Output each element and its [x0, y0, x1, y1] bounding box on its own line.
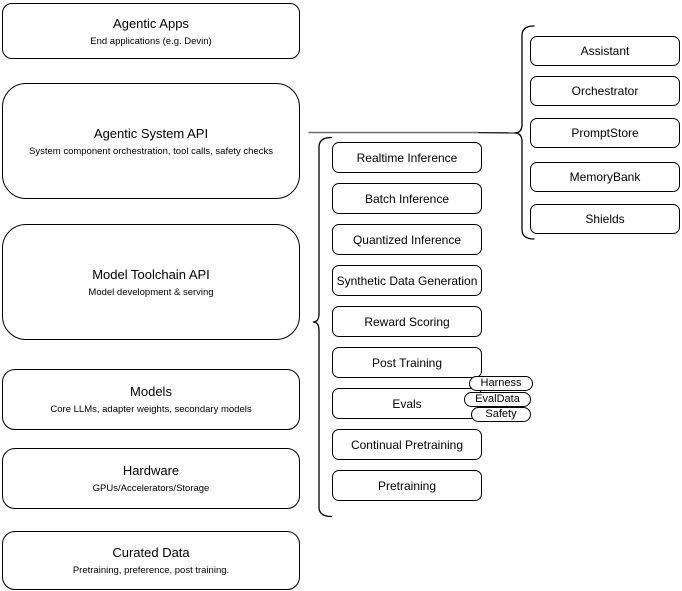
node-title: Models	[130, 384, 172, 399]
node-agentic-system-api: Agentic System API System component orch…	[2, 83, 300, 199]
node-label: Realtime Inference	[356, 150, 458, 165]
node-label: Post Training	[371, 355, 443, 370]
node-pretraining: Pretraining	[332, 470, 482, 501]
node-title: Model Toolchain API	[92, 266, 210, 282]
node-subtitle: Core LLMs, adapter weights, secondary mo…	[50, 404, 252, 415]
node-label: Synthetic Data Generation	[336, 273, 478, 288]
tag-harness: Harness	[469, 376, 533, 391]
tag-evaldata: EvalData	[464, 392, 531, 407]
node-quantized-inference: Quantized Inference	[332, 224, 482, 255]
node-synthetic-data-generation: Synthetic Data Generation	[332, 265, 482, 296]
node-label: Continual Pretraining	[350, 437, 464, 452]
node-orchestrator: Orchestrator	[530, 76, 680, 106]
node-batch-inference: Batch Inference	[332, 183, 482, 214]
node-label: Reward Scoring	[364, 314, 450, 329]
node-agentic-apps: Agentic Apps End applications (e.g. Devi…	[2, 3, 300, 59]
node-subtitle: Model development & serving	[88, 286, 214, 298]
toolchain-brace	[312, 136, 333, 518]
node-shields: Shields	[530, 204, 680, 234]
node-title: Agentic System API	[93, 125, 209, 141]
node-subtitle: Pretraining, preference, post training.	[72, 565, 230, 576]
tag-label: EvalData	[475, 393, 520, 405]
node-models: Models Core LLMs, adapter weights, secon…	[2, 369, 300, 430]
tag-label: Safety	[485, 408, 517, 420]
node-realtime-inference: Realtime Inference	[332, 142, 482, 173]
node-label: Quantized Inference	[352, 232, 462, 247]
node-title: Curated Data	[112, 545, 190, 560]
tag-label: Harness	[480, 377, 522, 389]
node-label: Batch Inference	[364, 191, 450, 206]
node-title: Agentic Apps	[113, 15, 189, 31]
node-subtitle: System component orchestration, tool cal…	[29, 145, 273, 157]
node-label: MemoryBank	[569, 170, 641, 184]
node-memorybank: MemoryBank	[530, 162, 680, 192]
node-label: Pretraining	[377, 478, 437, 493]
tag-safety: Safety	[471, 407, 531, 422]
node-continual-pretraining: Continual Pretraining	[332, 429, 482, 460]
node-assistant: Assistant	[530, 36, 680, 66]
node-label: Orchestrator	[571, 84, 639, 98]
node-curated-data: Curated Data Pretraining, preference, po…	[2, 531, 300, 590]
node-post-training: Post Training	[332, 347, 482, 378]
node-model-toolchain-api: Model Toolchain API Model development & …	[2, 224, 300, 340]
node-title: Hardware	[122, 463, 180, 478]
node-subtitle: GPUs/Accelerators/Storage	[92, 483, 210, 494]
node-label: Assistant	[580, 44, 630, 58]
node-evals: Evals	[332, 388, 482, 419]
node-hardware: Hardware GPUs/Accelerators/Storage	[2, 448, 300, 509]
node-label: PromptStore	[571, 126, 639, 140]
node-promptstore: PromptStore	[530, 118, 680, 148]
node-label: Shields	[585, 212, 625, 226]
node-subtitle: End applications (e.g. Devin)	[90, 35, 212, 47]
node-label: Evals	[392, 396, 422, 411]
node-reward-scoring: Reward Scoring	[332, 306, 482, 337]
